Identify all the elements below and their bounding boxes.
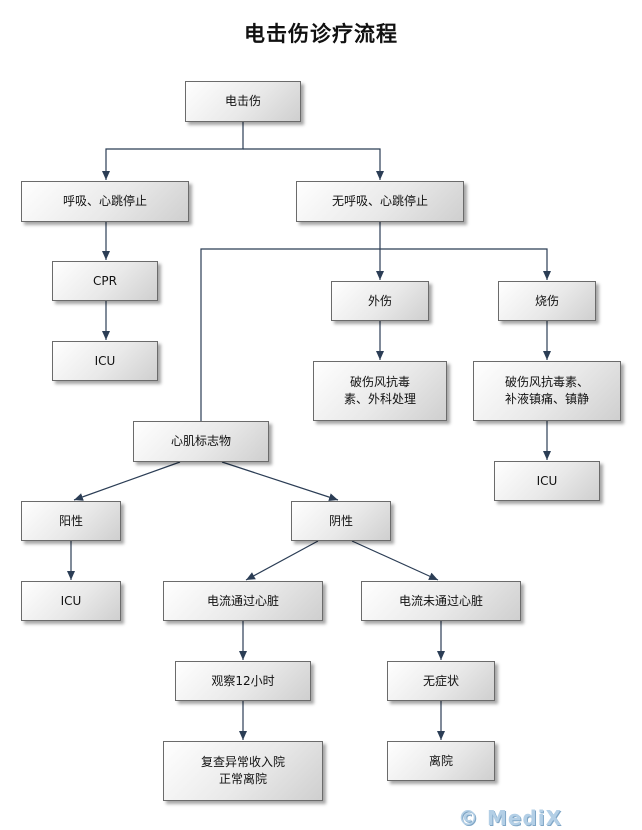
node-recheck-admit-or-discharge: 复查异常收入院 正常离院	[163, 741, 323, 801]
node-no-respiratory-cardiac-arrest: 无呼吸、心跳停止	[296, 181, 464, 222]
node-icu-after-burn: ICU	[494, 461, 600, 501]
node-respiratory-cardiac-arrest: 呼吸、心跳停止	[21, 181, 189, 222]
edge-to-markers	[200, 248, 380, 421]
node-burn: 烧伤	[498, 281, 596, 321]
node-icu-after-cpr: ICU	[52, 341, 158, 381]
node-current-through-heart: 电流通过心脏	[163, 581, 323, 621]
node-myocardial-markers: 心肌标志物	[133, 421, 269, 462]
node-discharge: 离院	[387, 741, 495, 781]
edge-to-burn	[380, 248, 551, 280]
node-current-not-through-heart: 电流未通过心脏	[361, 581, 521, 621]
edge-root-to-arrest	[102, 122, 244, 180]
page-title: 电击伤诊疗流程	[244, 21, 398, 46]
node-negative: 阴性	[291, 501, 391, 541]
node-cpr: CPR	[52, 261, 158, 301]
node-external-injury: 外伤	[331, 281, 429, 321]
node-icu-after-positive: ICU	[21, 581, 121, 621]
edge-markers-to-negative	[221, 461, 339, 501]
edge-negative-to-through	[245, 540, 319, 581]
node-burn-treatment: 破伤风抗毒素、 补液镇痛、镇静	[473, 361, 621, 421]
node-positive: 阳性	[21, 501, 121, 541]
edge-markers-to-positive	[73, 461, 181, 501]
edge-negative-to-not-through	[351, 540, 439, 581]
node-external-treatment: 破伤风抗毒 素、外科处理	[313, 361, 447, 421]
node-electric-injury: 电击伤	[185, 81, 301, 122]
node-observe-12-hours: 观察12小时	[175, 661, 311, 701]
node-asymptomatic: 无症状	[387, 661, 495, 701]
medix-watermark: © MediX	[458, 806, 563, 830]
edge-root-to-no-arrest	[243, 148, 384, 180]
